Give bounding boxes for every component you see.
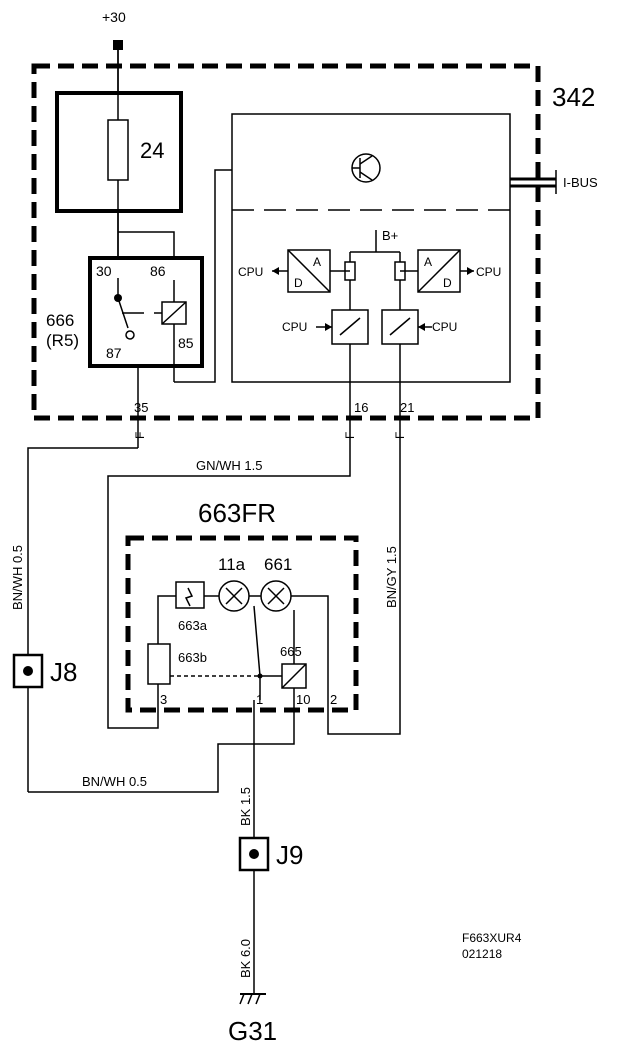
pin-2: 2 [330, 692, 337, 707]
driver-left [331, 309, 369, 345]
wire-bk15-label: BK 1.5 [238, 787, 253, 826]
component-663b [147, 643, 171, 685]
pin-35: 35 [134, 400, 148, 415]
unit-342-boundary [31, 63, 541, 421]
ref-date: 021218 [462, 947, 502, 961]
j9-label: J9 [276, 840, 303, 870]
relay-label: 666 [46, 311, 74, 330]
cpu-label-4: CPU [432, 320, 457, 334]
ibus-label: I-BUS [563, 175, 598, 190]
pin-16: 16 [354, 400, 368, 415]
relay-pin-87: 87 [106, 345, 122, 361]
relay-pin-86: 86 [150, 263, 166, 279]
fuse-label: 24 [140, 138, 164, 163]
relay-pin-30: 30 [96, 263, 112, 279]
663b-label: 663b [178, 650, 207, 665]
wire-bnwh-v-label: BN/WH 0.5 [10, 545, 25, 610]
wire-bnwh-lower [28, 712, 295, 793]
ground-label: G31 [228, 1016, 277, 1046]
svg-text:D: D [443, 276, 452, 290]
svg-text:A: A [424, 255, 432, 269]
supply-terminal [113, 40, 123, 50]
bplus-label: B+ [382, 228, 398, 243]
svg-text:F: F [133, 432, 147, 439]
wire-gnwh-label: GN/WH 1.5 [196, 458, 262, 473]
pin-1: 1 [256, 692, 263, 707]
svg-text:A: A [313, 255, 321, 269]
supply-label: +30 [102, 9, 126, 25]
665-label: 665 [280, 644, 302, 659]
svg-text:D: D [294, 276, 303, 290]
relay-sub-label: (R5) [46, 331, 79, 350]
unit-663fr-label: 663FR [198, 498, 276, 528]
switch-663a [175, 581, 205, 609]
lamp-661-label: 661 [264, 555, 292, 574]
relay-pin-85: 85 [178, 335, 194, 351]
wire-bngy-label: BN/GY 1.5 [384, 546, 399, 608]
663a-label: 663a [178, 618, 208, 633]
wire-bnwh-upper [27, 447, 138, 655]
relay-contact-87 [125, 330, 135, 340]
pin-10: 10 [296, 692, 310, 707]
unit-663fr-boundary [125, 535, 359, 713]
cpu-label-1: CPU [238, 265, 263, 279]
ref-code: F663XUR4 [462, 931, 522, 945]
wire-bk60-label: BK 6.0 [238, 939, 253, 978]
wire-bngy [327, 400, 401, 735]
fuse-24 [107, 119, 129, 181]
wire-bnwh-h-label: BN/WH 0.5 [82, 774, 147, 789]
unit-342-label: 342 [552, 82, 595, 112]
j8-label: J8 [50, 657, 77, 687]
cpu-label-2: CPU [476, 265, 501, 279]
lamp-11a-label: 11a [218, 555, 246, 574]
pin-21: 21 [400, 400, 414, 415]
pin-3: 3 [160, 692, 167, 707]
cpu-label-3: CPU [282, 320, 307, 334]
wire-gnwh [107, 400, 351, 729]
